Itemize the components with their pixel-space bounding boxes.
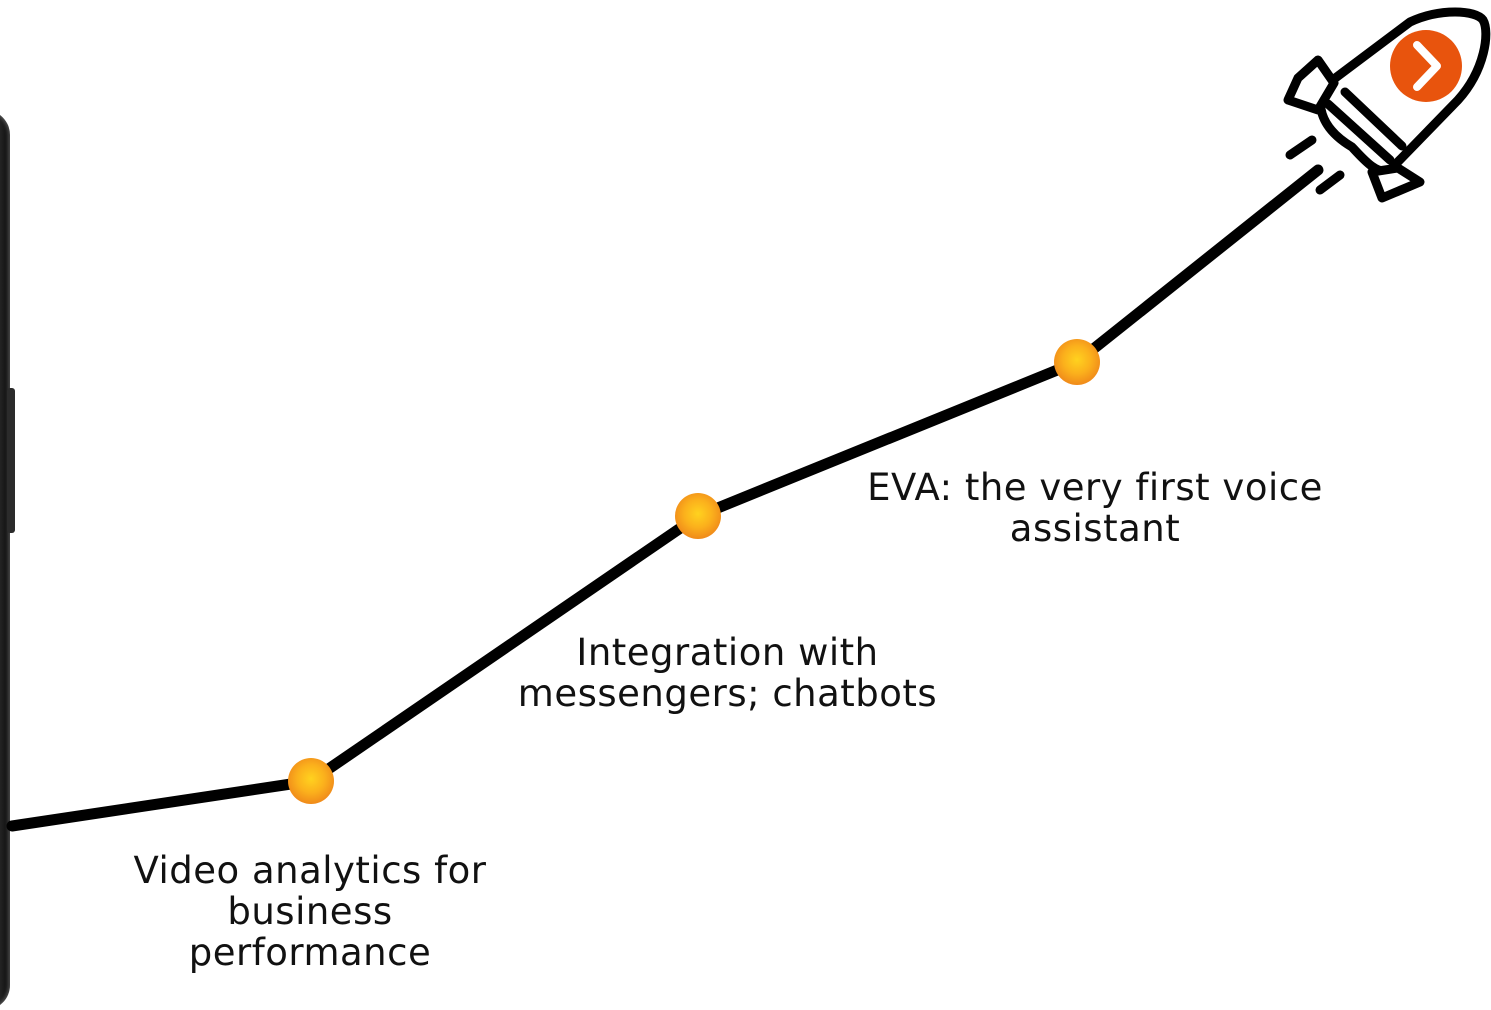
milestone-dot xyxy=(288,758,334,804)
rocket-badge xyxy=(1390,30,1462,102)
timeline-diagram xyxy=(6,7,1491,832)
milestone-label-eva-voice-assistant: EVA: the very first voice assistant xyxy=(867,466,1323,550)
phone-side-button xyxy=(7,388,15,533)
milestone-label-messengers-chatbots: Integration with messengers; chatbots xyxy=(517,631,938,715)
milestone-label-video-analytics: Video analytics for business performance xyxy=(133,849,487,974)
chevron-right-icon xyxy=(1413,41,1441,91)
phone-device-edge xyxy=(0,110,10,1010)
milestone-dot xyxy=(675,493,721,539)
milestone-dot xyxy=(1054,339,1100,385)
